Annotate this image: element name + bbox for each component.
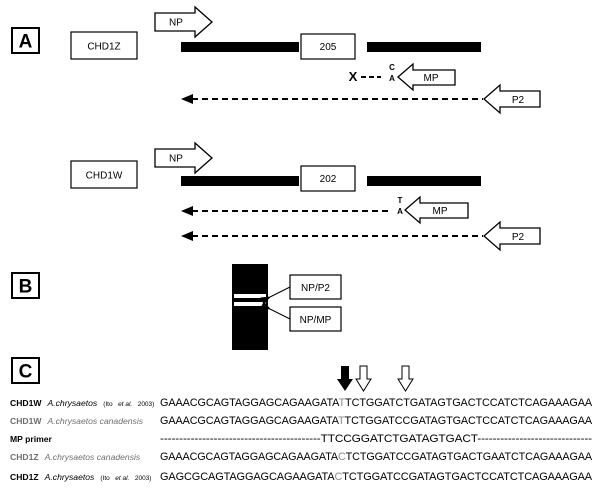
mp-product-arrowhead: [181, 206, 193, 216]
intron-box: [300, 33, 356, 60]
panel-c: C CHD1W A.chrysaetos (Ito et al. 2003) G…: [10, 357, 593, 484]
mismatch-arrow-1: [355, 365, 372, 392]
row-5-ref-post: 2003): [135, 475, 152, 482]
mismatch-base-bottom: A: [389, 74, 395, 83]
blocked-marker: X: [349, 69, 358, 84]
np-primer-label: NP: [169, 18, 183, 29]
row-1-ref-et: et al.: [118, 401, 132, 408]
panel-c-label: C: [19, 362, 33, 383]
p2-reverse-primer-arrow-w: [483, 220, 541, 252]
row-1-ref-post: 2003): [138, 401, 155, 408]
chd1z-gene-block: CHD1Z NP 205 X C A MP P2: [70, 5, 541, 115]
panel-a-label-box: [11, 27, 40, 54]
row-5-ref-et: et al.: [115, 475, 129, 482]
variable-site-arrow: [337, 366, 353, 391]
intron-length: 205: [320, 42, 337, 53]
row-1-seq-pre: GAAACGCAGTAGGAGCAGAAGATA: [160, 397, 340, 409]
exon-left-w: [181, 176, 299, 186]
row-3-gene: MP primer: [10, 434, 53, 444]
chd1z-gene-label: CHD1Z: [87, 42, 120, 53]
exon-right-w: [367, 176, 481, 186]
gel-lane: [232, 264, 268, 350]
row-5-label: CHD1Z A.chrysaetos (Ito et al. 2003): [10, 467, 151, 484]
row-3-seq-post: TTCCGGATCTGATAGTGACT--------------------…: [321, 433, 593, 445]
mismatch-arrow-2: [397, 365, 414, 392]
row-4-gene: CHD1Z: [10, 452, 39, 462]
row-5-seq-var: C: [334, 471, 342, 483]
row-4-seq-pre: GAAACGCAGTAGGAGCAGAAGATA: [160, 451, 339, 463]
row-2-seq-pre: GAAACGCAGTAGGAGCAGAAGATA: [160, 415, 340, 427]
mp-reverse-primer-arrow-w: [404, 195, 469, 225]
row-1-seq-var: T: [339, 397, 346, 409]
mp-reverse-primer-arrow: [397, 62, 456, 92]
row-1-ref-pre: (Ito: [103, 401, 113, 408]
row-1-label: CHD1W A.chrysaetos (Ito et al. 2003): [10, 393, 154, 410]
mp-primer-label: MP: [424, 73, 439, 84]
band-lower-box: [289, 306, 342, 332]
row-4-seq-var: C: [338, 451, 346, 463]
row-5-ref-pre: (Ito: [100, 475, 110, 482]
np-forward-primer-arrow: [154, 5, 213, 39]
row-2-species: A.chrysaetos canadensis: [47, 416, 144, 426]
row-5-gene: CHD1Z: [10, 472, 39, 482]
np-forward-primer-arrow-w: [154, 141, 213, 175]
p2-reverse-primer-arrow: [483, 83, 541, 115]
row-5-seq-pre: GAGCGCAGTAGGAGCAGAAGATA: [160, 471, 336, 483]
p2-product-arrowhead: [181, 94, 193, 104]
row-1-gene: CHD1W: [10, 398, 42, 408]
panel-b: B NP/P2 NP/MP: [11, 264, 342, 350]
row-2-seq-post: TCTGGATCCGATAGTGACTCCATCTCAGAAAGAA: [345, 415, 593, 427]
exon-left: [181, 42, 299, 52]
band-lower-label: NP/MP: [300, 315, 332, 326]
row-4-species: A.chrysaetos canadensis: [44, 452, 141, 462]
p2-product-arrowhead-w: [181, 231, 193, 241]
row-3-label: MP primer: [10, 434, 53, 444]
band-upper-pointer: [260, 286, 291, 305]
row-3-sequence: ----------------------------------------…: [160, 433, 593, 445]
exon-right: [367, 42, 481, 52]
intron-length-w: 202: [320, 174, 337, 185]
p2-primer-label-w: P2: [512, 232, 525, 243]
panel-b-label: B: [19, 277, 33, 298]
row-5-species: A.chrysaetos: [44, 472, 95, 482]
panel-a-label: A: [19, 32, 33, 53]
row-4-seq-post: TCTGGATCCGATAGTGACTGAATCTCAGAAAGAA: [346, 451, 593, 463]
panel-b-label-box: [11, 272, 40, 299]
panel-a: A CHD1Z NP 205 X C A MP P2: [11, 5, 541, 252]
chd1z-gene-box: [70, 31, 138, 60]
p2-primer-label: P2: [512, 95, 525, 106]
chd1w-gene-block: CHD1W NP 202 T A MP P2: [70, 141, 541, 252]
mismatch-base-top: C: [389, 63, 395, 72]
mp-primer-label-w: MP: [433, 206, 448, 217]
chd1w-gene-box: [70, 160, 138, 189]
band-lower-pointer: [260, 301, 291, 320]
row-5-seq-post: TCTGGATCCGATAGTGACTCCATCTCAGAAAGAA: [342, 471, 593, 483]
gel-band-lower-gap: [234, 302, 266, 306]
row-2-seq-var: T: [338, 415, 345, 427]
row-1-species: A.chrysaetos: [47, 398, 98, 408]
row-4-label: CHD1Z A.chrysaetos canadensis: [10, 447, 141, 464]
chd1w-gene-label: CHD1W: [86, 171, 123, 182]
row-1-seq-post: TCTGGATCTGATAGTGACTCCATCTCAGAAAGAA: [345, 397, 593, 409]
match-base-bottom: A: [397, 207, 403, 216]
row-2-label: CHD1W A.chrysaetos canadensis: [10, 411, 144, 428]
np-primer-label-w: NP: [169, 154, 183, 165]
band-upper-label: NP/P2: [301, 283, 330, 294]
gel-band-upper-gap: [234, 294, 266, 298]
match-base-top: T: [398, 196, 403, 205]
panel-c-label-box: [11, 357, 40, 384]
intron-box-w: [300, 165, 356, 192]
row-3-seq-pre: ----------------------------------------…: [160, 433, 321, 445]
row-2-gene: CHD1W: [10, 416, 42, 426]
